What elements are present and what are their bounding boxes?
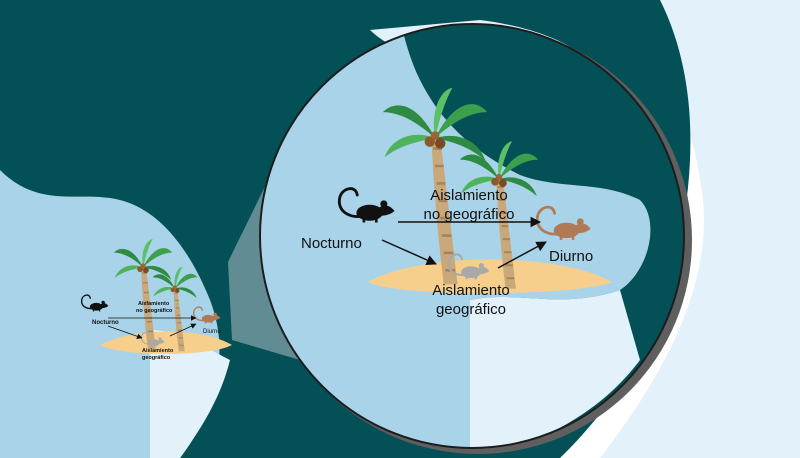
small-nocturnal-label: Nocturno [92,320,119,326]
small-diurnal-label: Diurno [203,329,221,335]
large-island-group: Nocturno Diurno Aislamiento no geográfic… [301,86,612,318]
small-non-geographic-label-1: Aislamiento [138,301,170,307]
non-geographic-label-2: no geográfico [424,206,515,223]
small-geographic-label-2: geográfico [142,355,171,361]
geographic-label-2: geográfico [436,301,506,318]
large-island-sand [368,259,612,294]
small-geographic-label-1: Aislamiento [142,348,174,354]
diurnal-label: Diurno [549,248,593,265]
arrow-to-diurnal [497,241,547,269]
magnifier-circle [259,23,692,454]
light-ocean-right [600,0,800,458]
arrow-to-island [381,239,437,265]
circle-land-pale [470,290,640,448]
non-geographic-label-1: Aislamiento [430,187,508,204]
small-island-group: Nocturno Diurno Aislamiento no geográfic… [80,238,232,361]
nocturnal-label: Nocturno [301,235,362,252]
small-arrow-to-island [107,325,143,339]
small-arrow-to-diurnal [169,323,197,337]
small-non-geographic-label-2: no geográfico [136,308,173,314]
left-landmass-pale [150,330,230,458]
magnifier-ring [259,23,685,449]
small-island-sand [100,331,232,355]
geographic-label-1: Aislamiento [432,282,510,299]
